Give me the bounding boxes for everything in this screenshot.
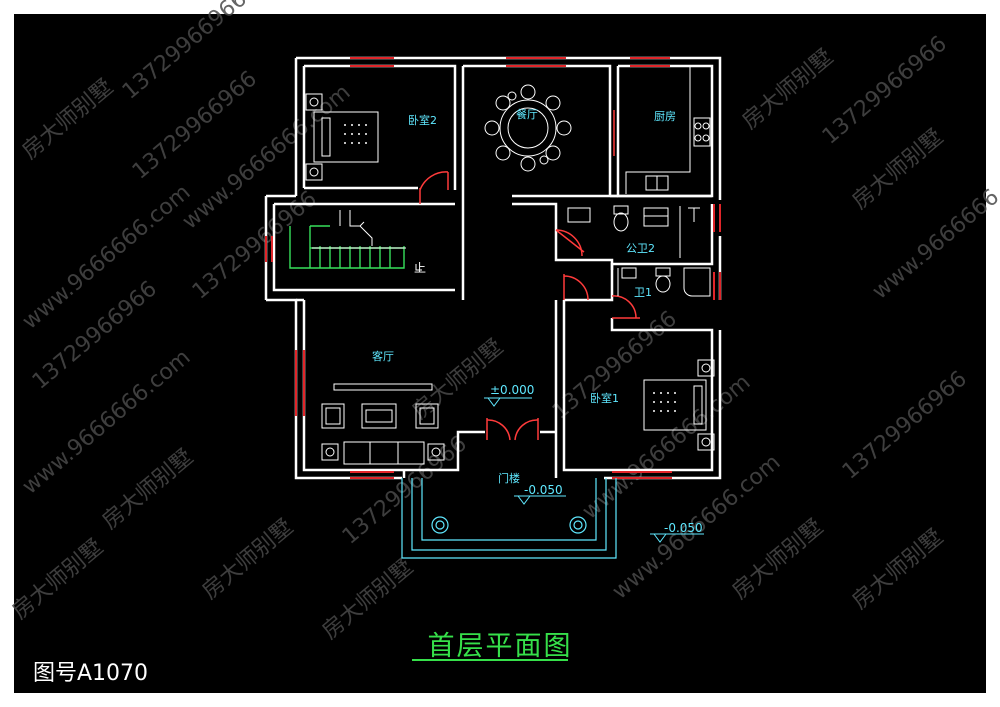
room-labels: 卧室2 餐厅 厨房 公卫2 卫1 客厅 卧室1 门楼 上 ±0.000 -0.0… xyxy=(372,107,703,535)
watermark-brand: 房大师别墅 xyxy=(848,525,948,615)
watermark-brand: 房大师别墅 xyxy=(848,125,948,215)
label-dining: 餐厅 xyxy=(516,107,538,121)
drawing-title: 首层平面图 xyxy=(427,631,573,662)
doors xyxy=(419,110,640,441)
living-room-sofa xyxy=(321,383,445,465)
watermark-brand: 房大师别墅 xyxy=(728,515,828,605)
label-bedroom1: 卧室1 xyxy=(590,391,619,405)
drawing-number: 图号A1070 xyxy=(33,661,149,686)
label-stair-up: 上 xyxy=(414,261,426,275)
label-public-bath: 公卫2 xyxy=(626,242,655,255)
elevation-porch: -0.050 xyxy=(524,483,563,497)
public-bath-fixtures xyxy=(567,205,700,258)
watermark-brand: 房大师别墅 xyxy=(18,75,118,165)
bed-bedroom2-pattern xyxy=(344,124,367,144)
label-porch: 门楼 xyxy=(498,471,520,485)
porch-steps xyxy=(401,478,617,559)
label-bedroom2: 卧室2 xyxy=(408,113,437,127)
windows xyxy=(265,57,721,479)
bath1-fixtures xyxy=(617,267,711,297)
label-living: 客厅 xyxy=(372,349,394,363)
watermark-brand: 房大师别墅 xyxy=(198,515,298,605)
watermark-brand: 房大师别墅 xyxy=(8,535,108,625)
kitchen-counter xyxy=(625,66,711,194)
bed-bedroom1 xyxy=(643,359,715,451)
watermark-brand: 房大师别墅 xyxy=(408,335,508,425)
bed-bedroom2 xyxy=(305,93,379,181)
label-kitchen: 厨房 xyxy=(654,110,676,123)
watermark-brand: 房大师别墅 xyxy=(98,445,198,535)
dining-table xyxy=(484,84,572,172)
title-underline xyxy=(412,659,568,661)
watermark-phone: 13729966966 xyxy=(548,306,682,424)
stair-arrow xyxy=(312,210,422,271)
label-bath1: 卫1 xyxy=(634,286,652,299)
elevation-marks xyxy=(484,397,704,543)
elevation-exterior: -0.050 xyxy=(664,521,703,535)
watermark-phone: 13729966966 xyxy=(338,431,472,549)
watermark-phone: 13729966966 xyxy=(838,366,972,484)
staircase xyxy=(289,225,405,269)
watermark-brand: 房大师别墅 xyxy=(738,45,838,135)
watermark-layer: 房大师别墅 13729966966 www.9666666.com 137299… xyxy=(8,0,1000,645)
bed-bedroom1-pattern xyxy=(653,392,676,412)
elevation-floor: ±0.000 xyxy=(490,383,534,397)
